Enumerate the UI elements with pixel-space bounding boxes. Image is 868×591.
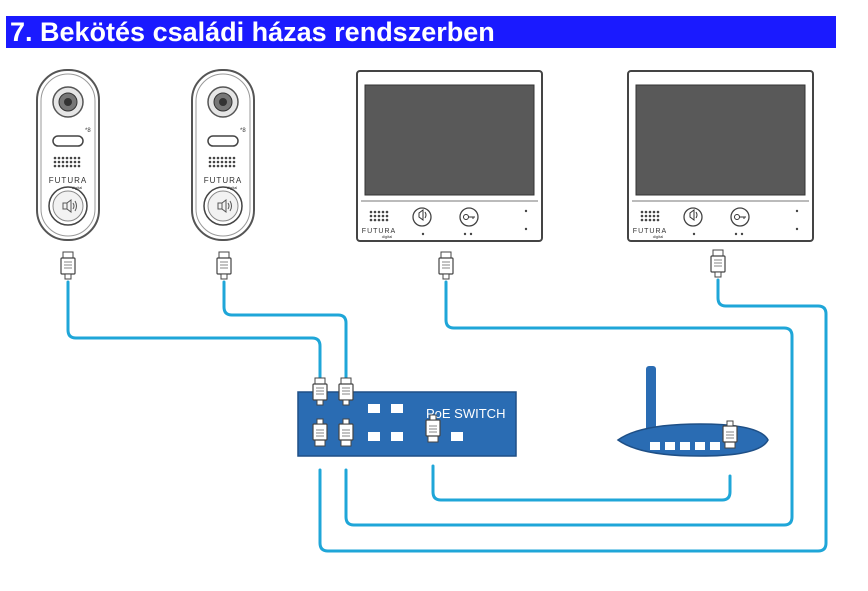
key-icon xyxy=(463,214,475,220)
antenna-icon xyxy=(646,366,656,438)
cable-door-station-2 xyxy=(222,280,348,380)
poe-switch: PoE SWITCH xyxy=(297,391,517,457)
door-station-1: FUTURA digital xyxy=(36,69,100,241)
monitor-1-brand: FUTURA xyxy=(362,228,396,235)
door-station-1-sub: digital xyxy=(72,185,83,190)
monitor-1-sub: digital xyxy=(382,234,393,239)
cables xyxy=(66,278,828,553)
ethernet-plug-icon xyxy=(216,251,232,280)
cable-door-station-1 xyxy=(66,280,322,380)
switch-ports xyxy=(368,404,463,441)
ethernet-plug-icon xyxy=(60,251,76,280)
speaker-icon xyxy=(689,209,698,221)
cable-switch-router xyxy=(431,464,732,502)
cable-monitor-2 xyxy=(318,278,828,553)
monitor-2-sub: digital xyxy=(653,234,664,239)
page-title: 7. Bekötés családi házas rendszerben xyxy=(6,16,836,48)
monitor-2: FUTURA digital xyxy=(627,70,814,242)
ethernet-plug-icon xyxy=(438,251,454,280)
door-station-2-brand: FUTURA xyxy=(204,176,242,185)
speaker-icon xyxy=(418,209,427,221)
switch-label: PoE SWITCH xyxy=(426,406,505,421)
ethernet-plug-icon xyxy=(710,249,726,278)
door-station-2: FUTURA digital xyxy=(191,69,255,241)
monitor-2-brand: FUTURA xyxy=(633,228,667,235)
monitor-1: FUTURA digital xyxy=(356,70,543,242)
router xyxy=(616,366,769,457)
door-station-1-brand: FUTURA xyxy=(49,176,87,185)
key-icon xyxy=(734,214,746,220)
cable-monitor-1 xyxy=(344,280,794,527)
door-station-2-sub: digital xyxy=(227,185,238,190)
